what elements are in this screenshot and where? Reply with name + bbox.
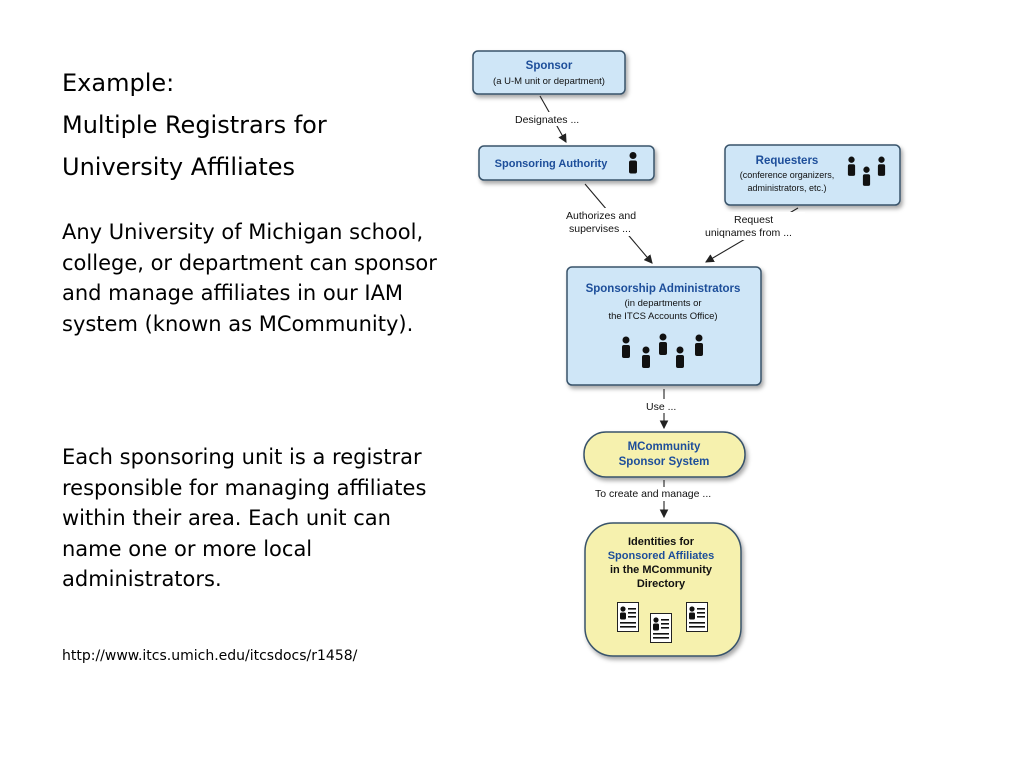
paragraph-registrar-info: Each sponsoring unit is a registrar resp… (62, 445, 427, 591)
edge-label-request-1: Request (734, 214, 773, 226)
sponsor-box: Sponsor (a U-M unit or department) (472, 50, 626, 95)
title-line-3: University Affiliates (62, 153, 296, 181)
edge-label-authorizes-1: Authorizes and (566, 210, 636, 222)
mcommunity-line-2: Sponsor System (619, 456, 710, 468)
edge-label-bg (703, 212, 805, 240)
identities-line-4: Directory (637, 578, 686, 590)
title-line-1: Example: (62, 69, 175, 97)
identities-line-2: Sponsored Affiliates (608, 550, 715, 562)
source-url: http://www.itcs.umich.edu/itcsdocs/r1458… (62, 648, 358, 664)
edge-label-bg (592, 487, 732, 501)
person-icon (629, 152, 637, 174)
edge-label-bg (511, 112, 591, 126)
identities-line-3: in the MCommunity (610, 564, 713, 576)
edge-label-bg (644, 399, 684, 413)
identities-box: Identities for Sponsored Affiliates in t… (584, 522, 742, 657)
requesters-box: Requesters (conference organizers, admin… (724, 144, 901, 206)
edge-label-bg (562, 208, 648, 236)
edge-label-authorizes-2: supervises ... (569, 223, 631, 235)
requesters-subtitle-2: administrators, etc.) (747, 183, 826, 193)
identities-line-1: Identities for (628, 536, 695, 548)
title-line-2: Multiple Registrars for (62, 111, 327, 139)
sponsorship-administrators-box: Sponsorship Administrators (in departmen… (566, 266, 762, 386)
edge-label-designates: Designates ... (515, 114, 579, 126)
mcommunity-sponsor-system-pill: MCommunity Sponsor System (583, 431, 746, 478)
sponsorship-administrators-title: Sponsorship Administrators (586, 283, 741, 295)
edge-label-create: To create and manage ... (595, 488, 711, 500)
sponsorship-flow-diagram: Sponsor (a U-M unit or department) Desig… (472, 50, 901, 657)
sponsoring-authority-title: Sponsoring Authority (495, 158, 609, 170)
sponsor-subtitle: (a U-M unit or department) (493, 76, 605, 87)
sponsorship-administrators-subtitle-1: (in departments or (624, 298, 701, 309)
edge-label-request-2: uniqnames from ... (705, 227, 792, 239)
sponsorship-administrators-subtitle-2: the ITCS Accounts Office) (608, 311, 717, 322)
sponsor-title: Sponsor (526, 60, 573, 72)
edge-label-use: Use ... (646, 401, 676, 413)
requesters-title: Requesters (756, 155, 819, 167)
requesters-subtitle-1: (conference organizers, (740, 170, 835, 180)
sponsoring-authority-box: Sponsoring Authority (478, 145, 655, 181)
paragraph-sponsor-info: Any University of Michigan school, colle… (62, 220, 437, 336)
mcommunity-line-1: MCommunity (628, 441, 701, 453)
slide-title: Example: Multiple Registrars for Univers… (62, 62, 442, 188)
